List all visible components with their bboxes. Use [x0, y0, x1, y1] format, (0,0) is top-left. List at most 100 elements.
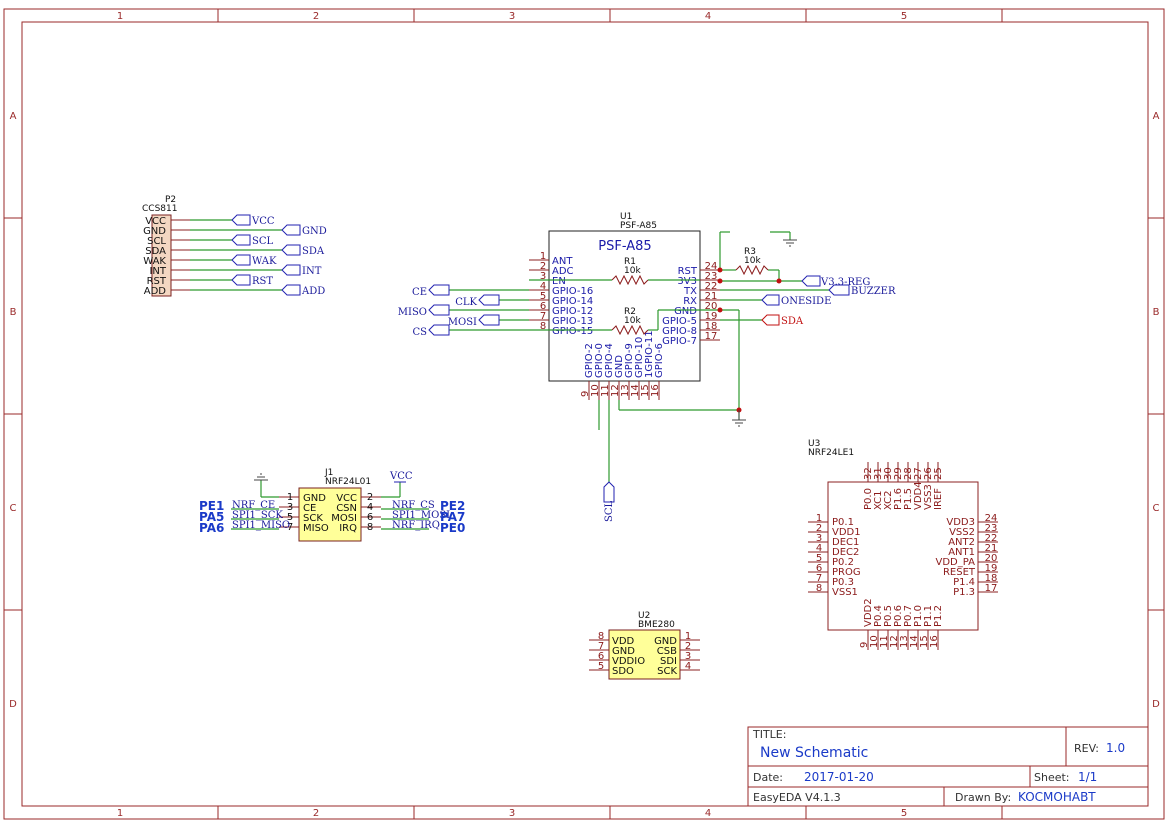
port-pe2: PE2 — [440, 499, 465, 513]
u3-pin-vss2: VSS2 — [949, 527, 975, 538]
u3-pin26-num: 26 — [923, 467, 934, 480]
u3-pin-reset: RESET — [943, 567, 976, 578]
u3-top-leads — [867, 462, 939, 482]
u3-pin-prog: PROG — [832, 567, 861, 578]
ground-symbol-icon — [254, 473, 268, 481]
u3-pin-p03: P0.3 — [832, 577, 854, 588]
p2-net-flags — [231, 214, 301, 296]
p2-wires — [190, 219, 282, 291]
u3-pin16-num: 16 — [929, 635, 940, 648]
u1-pin13-name: GPIO-9 — [624, 343, 635, 378]
u1-pin3-num: 3 — [540, 271, 546, 282]
net-label-clk: CLK — [455, 297, 477, 308]
u1-value: PSF-A85 — [620, 221, 657, 231]
u1-pin19-name: GPIO-5 — [662, 316, 697, 327]
u1-pin23-num: 23 — [705, 271, 718, 282]
u2-pin-sdo: SDO — [612, 666, 634, 677]
net-label-scl-bottom: SCL — [604, 500, 615, 522]
u2-pin-vddio: VDDIO — [612, 656, 645, 667]
port-pa5: PA5 — [199, 510, 224, 524]
u1-pin11-num: 11 — [600, 384, 611, 397]
vcc-label: VCC — [389, 471, 413, 482]
port-pe1: PE1 — [199, 499, 224, 513]
component-u1-psf-a85[interactable]: U1 PSF-A85 PSF-A85 1 2 3 4 5 6 7 8 ANT A… — [529, 212, 720, 400]
row-label-d: D — [9, 699, 17, 710]
row-label-d-right: D — [1152, 699, 1160, 710]
p2-pin-wak: WAK — [143, 256, 166, 267]
u3-pin-xc1: XC1 — [873, 491, 884, 510]
j1-pin-vcc: VCC — [336, 493, 357, 504]
j1-pin6-num: 6 — [367, 512, 373, 523]
row-label-a-right: A — [1153, 111, 1160, 122]
u1-pin14-num: 14 — [630, 384, 641, 397]
u2-pin-gnd-right: GND — [654, 636, 677, 647]
u2-value: BME280 — [638, 620, 675, 630]
p2-pin-vcc: VCC — [145, 216, 166, 227]
date-value: 2017-01-20 — [804, 770, 874, 784]
u3-pin-p14: P1.4 — [953, 577, 975, 588]
net-label-mosi: MOSI — [448, 317, 477, 328]
u1-pin7-name: GPIO-13 — [552, 316, 593, 327]
u1-pin8-name: GPIO-15 — [552, 326, 593, 337]
u1-title: PSF-A85 — [598, 239, 651, 254]
net-label-sda: SDA — [302, 246, 325, 257]
u3-pin-p06: P0.6 — [893, 605, 904, 627]
j1-wires — [231, 480, 429, 530]
u3-pin4-num: 4 — [816, 543, 822, 554]
rev-label: REV: — [1074, 742, 1099, 755]
u2-pin-sck: SCK — [657, 666, 677, 677]
u3-pin-p02: P0.2 — [832, 557, 854, 568]
resistor-r3[interactable]: R3 10k — [735, 247, 769, 276]
schematic-title: New Schematic — [760, 745, 868, 761]
u2-pin-sdi: SDI — [660, 656, 677, 667]
u1-pin4-num: 4 — [540, 281, 546, 292]
resistor-r1[interactable]: R1 10k — [611, 257, 649, 286]
u3-pin15-num: 15 — [919, 635, 930, 648]
u3-pin6-num: 6 — [816, 563, 822, 574]
u1-pin21-num: 21 — [705, 291, 718, 302]
p2-pin-add: ADD — [144, 286, 167, 297]
component-j1-nrf24l01[interactable]: J1 NRF24L01 1 3 5 7 2 4 6 8 GND CE SCK M… — [279, 468, 381, 542]
flag-cs-icon — [428, 324, 450, 336]
u1-pin17-name: GPIO-7 — [662, 336, 697, 347]
ground-symbol-icon — [732, 410, 746, 427]
u1-pin22-num: 22 — [705, 281, 718, 292]
u3-pin24-num: 24 — [985, 513, 998, 524]
component-u3-nrf24le1[interactable]: U3 NRF24LE1 32 31 30 29 28 27 26 25 P0.0… — [808, 439, 998, 650]
u1-wires — [449, 231, 829, 482]
rev-value: 1.0 — [1106, 741, 1125, 755]
u3-pin20-num: 20 — [985, 553, 998, 564]
u2-leads — [589, 639, 700, 671]
j1-pin5-num: 5 — [287, 512, 293, 523]
u3-pin-p13: P1.3 — [953, 587, 975, 598]
j1-pin3-num: 3 — [287, 502, 293, 513]
column-label-4: 4 — [705, 11, 711, 22]
u1-pin22-name: TX — [683, 286, 697, 297]
p2-pin-sda: SDA — [145, 246, 166, 257]
flag-mosi-icon — [478, 314, 500, 326]
u1-pin16-name: GPIO-6 — [654, 343, 665, 378]
j1-leads — [279, 496, 381, 528]
u3-pin29-num: 29 — [893, 467, 904, 480]
column-label-4-bottom: 4 — [705, 808, 711, 819]
j1-pin-miso: MISO — [303, 523, 329, 534]
u1-pin20-name: GND — [674, 306, 697, 317]
component-u2-bme280[interactable]: U2 BME280 8 7 6 5 1 2 3 4 VDD GND VDDIO … — [589, 611, 700, 680]
resistor-r2[interactable]: R2 10k — [611, 307, 649, 336]
column-label-3: 3 — [509, 11, 515, 22]
u2-pin3-num: 3 — [685, 651, 691, 662]
u3-pin9-num: 9 — [859, 642, 870, 648]
u2-pin1-num: 1 — [685, 631, 691, 642]
u3-pin-vdd3: VDD3 — [946, 517, 975, 528]
net-label-v33-reg: V3.3-REG — [820, 277, 870, 288]
u1-pin17-num: 17 — [705, 331, 718, 342]
row-label-b-right: B — [1153, 307, 1160, 318]
sheet-label: Sheet: — [1034, 771, 1070, 784]
flag-v33-reg-icon — [801, 275, 821, 287]
u1-pin4-name: GPIO-16 — [552, 286, 593, 297]
component-p2-ccs811[interactable]: P2 CCS811 VCC GND SCL SDA WAK INT RST AD… — [142, 195, 327, 297]
u1-pin9-name: GPIO-2 — [584, 343, 595, 378]
u3-pin-p00: P0.0 — [863, 488, 874, 510]
flag-oneside-icon — [761, 294, 780, 306]
u2-pin6-num: 6 — [598, 651, 604, 662]
